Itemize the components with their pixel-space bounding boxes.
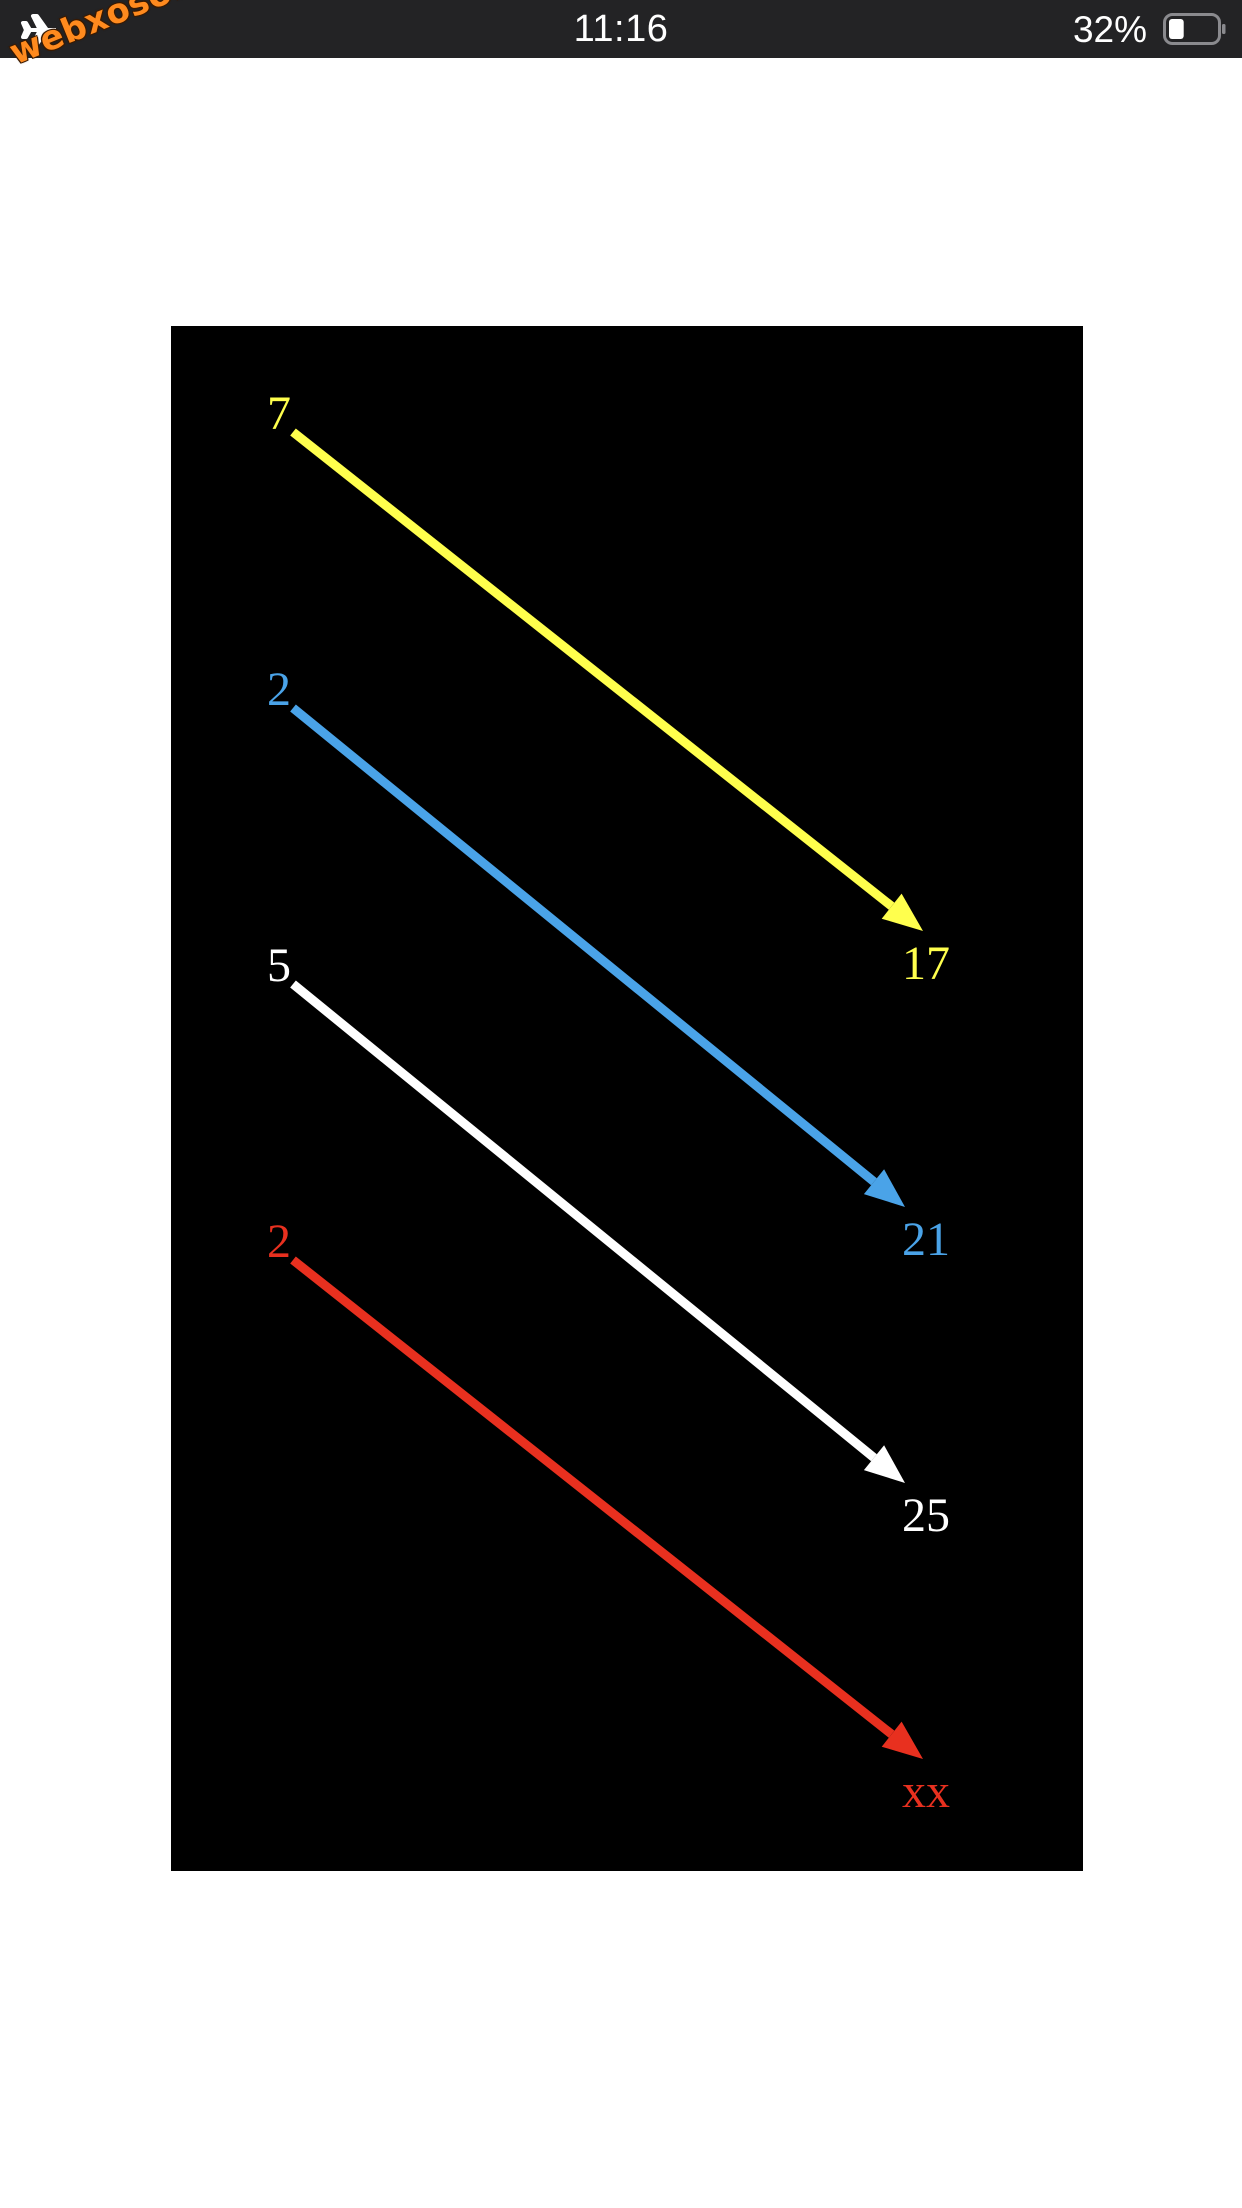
arrow-line-row-2 xyxy=(290,704,877,1186)
start-number-row-4: 2 xyxy=(267,1215,291,1268)
end-number-row-4: xx xyxy=(902,1765,950,1818)
end-number-row-1: 17 xyxy=(902,937,950,990)
arrow-line-row-4 xyxy=(290,1256,895,1738)
arrow-layer xyxy=(290,428,923,1759)
airplane-mode-icon xyxy=(21,14,56,46)
start-number-row-1: 7 xyxy=(267,387,291,440)
arrow-head-row-3 xyxy=(863,1445,905,1483)
arrow-head-row-4 xyxy=(881,1721,923,1759)
start-number-row-2: 2 xyxy=(267,663,291,716)
arrow-line-row-1 xyxy=(290,428,895,910)
status-time: 11:16 xyxy=(573,8,669,50)
arrow-head-row-2 xyxy=(863,1169,905,1207)
end-number-row-2: 21 xyxy=(902,1213,950,1266)
battery-icon xyxy=(1163,13,1226,45)
end-number-row-3: 25 xyxy=(902,1489,950,1542)
start-number-row-3: 5 xyxy=(267,939,291,992)
battery-percentage: 32% xyxy=(1072,9,1147,50)
arrow-head-row-1 xyxy=(881,893,923,931)
arrow-diagram: 7 17 2 21 5 25 2 xx xyxy=(171,326,1083,1871)
status-bar: 11:16 32% xyxy=(0,0,1242,58)
arrow-line-row-3 xyxy=(290,980,877,1462)
